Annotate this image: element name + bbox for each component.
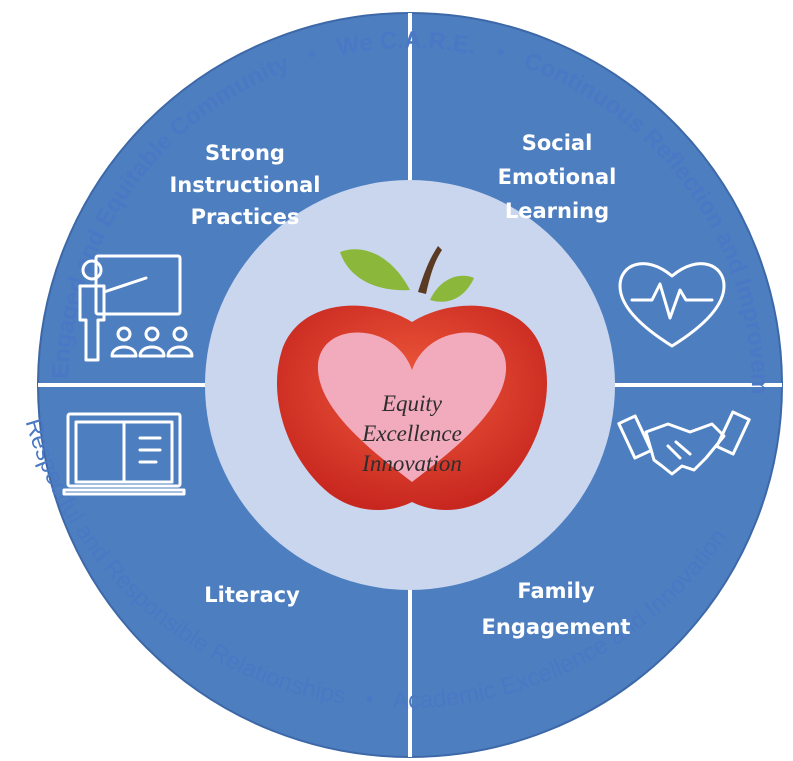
quad-top-right-line2: Emotional	[498, 165, 617, 189]
quad-bottom-right-line2: Engagement	[482, 615, 631, 639]
quad-top-right-line1: Social	[522, 131, 593, 155]
quad-top-left-line3: Practices	[191, 205, 300, 229]
center-line-1: Equity	[381, 391, 443, 416]
quad-bottom-left-line1: Literacy	[204, 583, 300, 607]
quad-top-right-line3: Learning	[505, 199, 609, 223]
quad-top-left-line1: Strong	[205, 141, 285, 165]
open-book-icon	[62, 412, 186, 496]
heartbeat-icon	[618, 262, 726, 348]
quad-bottom-right-line1: Family	[517, 579, 595, 603]
center-line-2: Excellence	[361, 421, 462, 446]
teacher-presentation-icon	[78, 254, 194, 362]
handshake-icon	[617, 410, 751, 476]
apple-heart-icon	[276, 246, 548, 511]
center-line-3: Innovation	[361, 451, 462, 476]
quad-top-left-line2: Instructional	[169, 173, 320, 197]
